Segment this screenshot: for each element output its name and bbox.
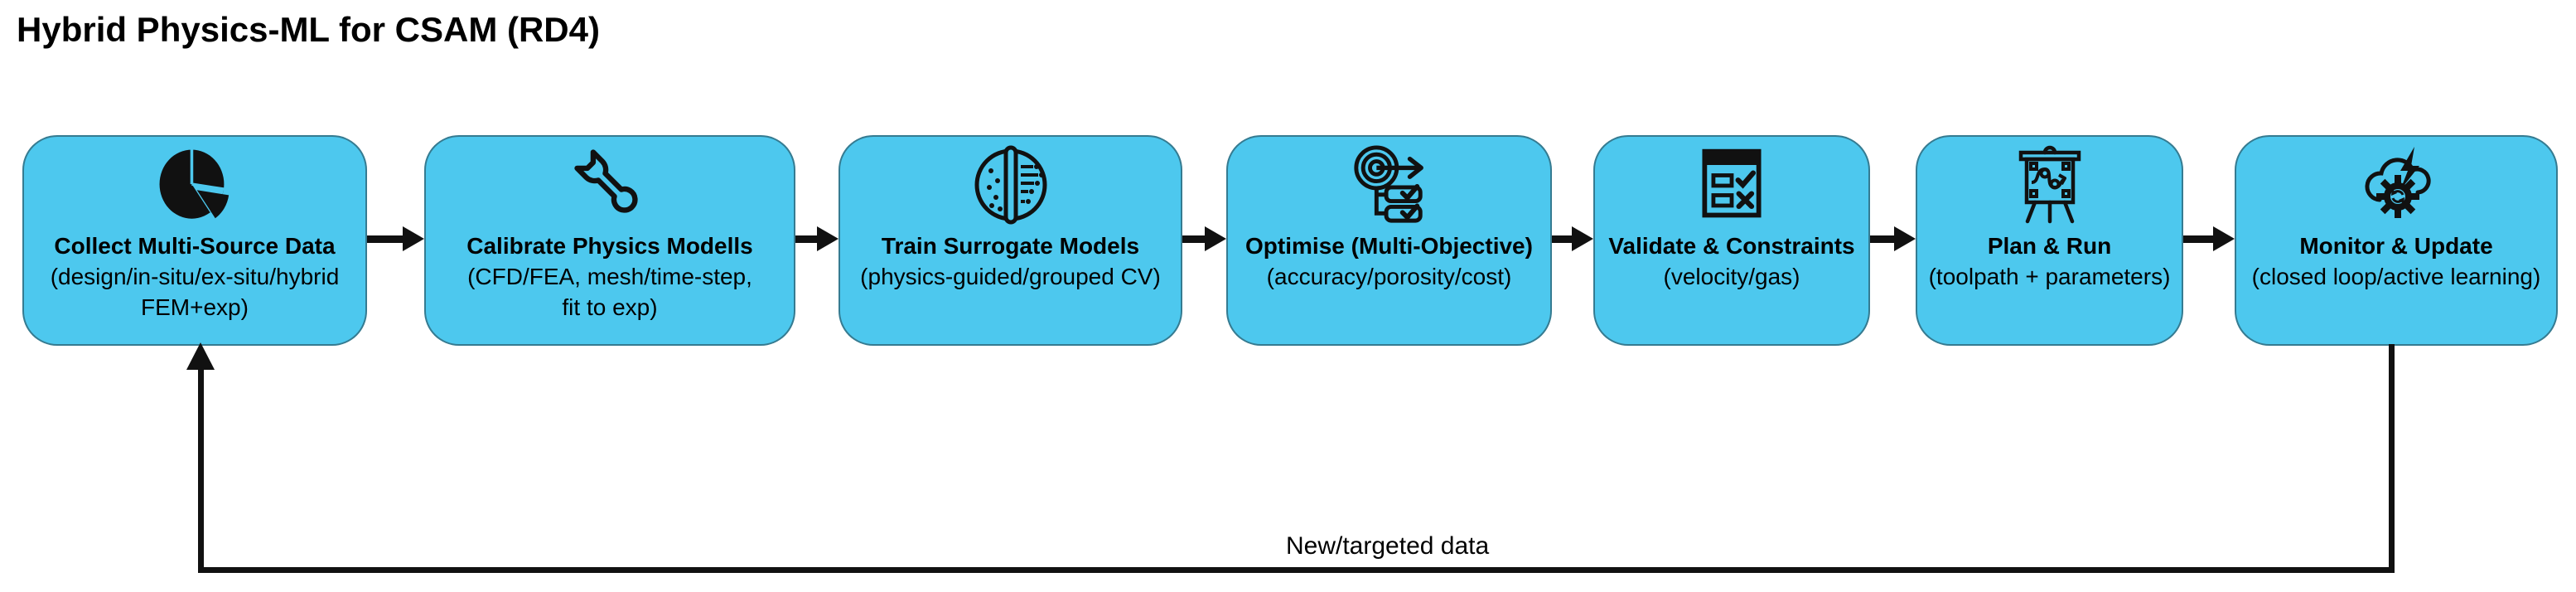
step-box-monitor-update: Monitor & Update (closed loop/active lea…: [2235, 135, 2558, 346]
step-title: Monitor & Update: [2299, 233, 2493, 259]
step-box-plan-run: Plan & Run (toolpath + parameters): [1916, 135, 2183, 346]
arrowhead-right-icon: [1572, 226, 1593, 251]
cloud-gear-bolt-icon: [2365, 147, 2431, 218]
arrowhead-right-icon: [2213, 226, 2235, 251]
checklist-check-x-icon: [1702, 148, 1762, 218]
wrench-icon: [574, 149, 638, 213]
flow-arrow-4: [1552, 226, 1593, 251]
step-box-optimise: Optimise (Multi-Objective) (accuracy/por…: [1226, 135, 1552, 346]
feedback-label: New/targeted data: [1286, 532, 1490, 560]
step-box-train-surrogates: Train Surrogate Models (physics-guided/g…: [839, 135, 1182, 346]
step-box-collect-data: Collect Multi-Source Data (design/in-sit…: [22, 135, 367, 346]
flow-arrow-5: [1870, 226, 1916, 251]
step-title: Calibrate Physics Modells: [466, 233, 753, 259]
step-title: Plan & Run: [1987, 233, 2112, 259]
step-subtitle: (physics-guided/grouped CV): [860, 264, 1161, 289]
step-subtitle: (closed loop/active learning): [2251, 264, 2541, 289]
page-title: Hybrid Physics-ML for CSAM (RD4): [17, 10, 600, 49]
step-title: Train Surrogate Models: [881, 233, 1140, 259]
step-subtitle: (accuracy/porosity/cost): [1266, 264, 1512, 289]
feedback-line-right: [2389, 344, 2395, 573]
arrowhead-up-icon: [186, 342, 215, 370]
flow-arrow-1: [367, 226, 424, 251]
flow-arrow-3: [1182, 226, 1226, 251]
step-title: Optimise (Multi-Objective): [1245, 233, 1533, 259]
step-box-calibrate-physics: Calibrate Physics Modells (CFD/FEA, mesh…: [424, 135, 795, 346]
step-subtitle: (CFD/FEA, mesh/time-step, fit to exp): [467, 264, 752, 320]
step-title: Validate & Constraints: [1608, 233, 1855, 259]
arrowhead-right-icon: [1894, 226, 1916, 251]
step-subtitle: (toolpath + parameters): [1928, 264, 2171, 289]
step-subtitle: (velocity/gas): [1663, 264, 1800, 289]
step-title: Collect Multi-Source Data: [54, 233, 336, 259]
feedback-line-bottom: [198, 567, 2395, 573]
brain-circuit-icon: [974, 145, 1046, 225]
feedback-line-left: [198, 368, 204, 573]
step-box-validate: Validate & Constraints (velocity/gas): [1593, 135, 1870, 346]
pie-chart-icon: [159, 148, 230, 219]
easel-toolpath-icon: [2018, 145, 2081, 224]
arrowhead-right-icon: [817, 226, 839, 251]
flow-arrow-2: [795, 226, 839, 251]
flow-arrow-6: [2183, 226, 2235, 251]
target-arrow-checklist-icon: [1353, 145, 1423, 223]
arrowhead-right-icon: [403, 226, 424, 251]
arrowhead-right-icon: [1205, 226, 1226, 251]
step-subtitle: (design/in-situ/ex-situ/hybrid FEM+exp): [50, 264, 340, 320]
